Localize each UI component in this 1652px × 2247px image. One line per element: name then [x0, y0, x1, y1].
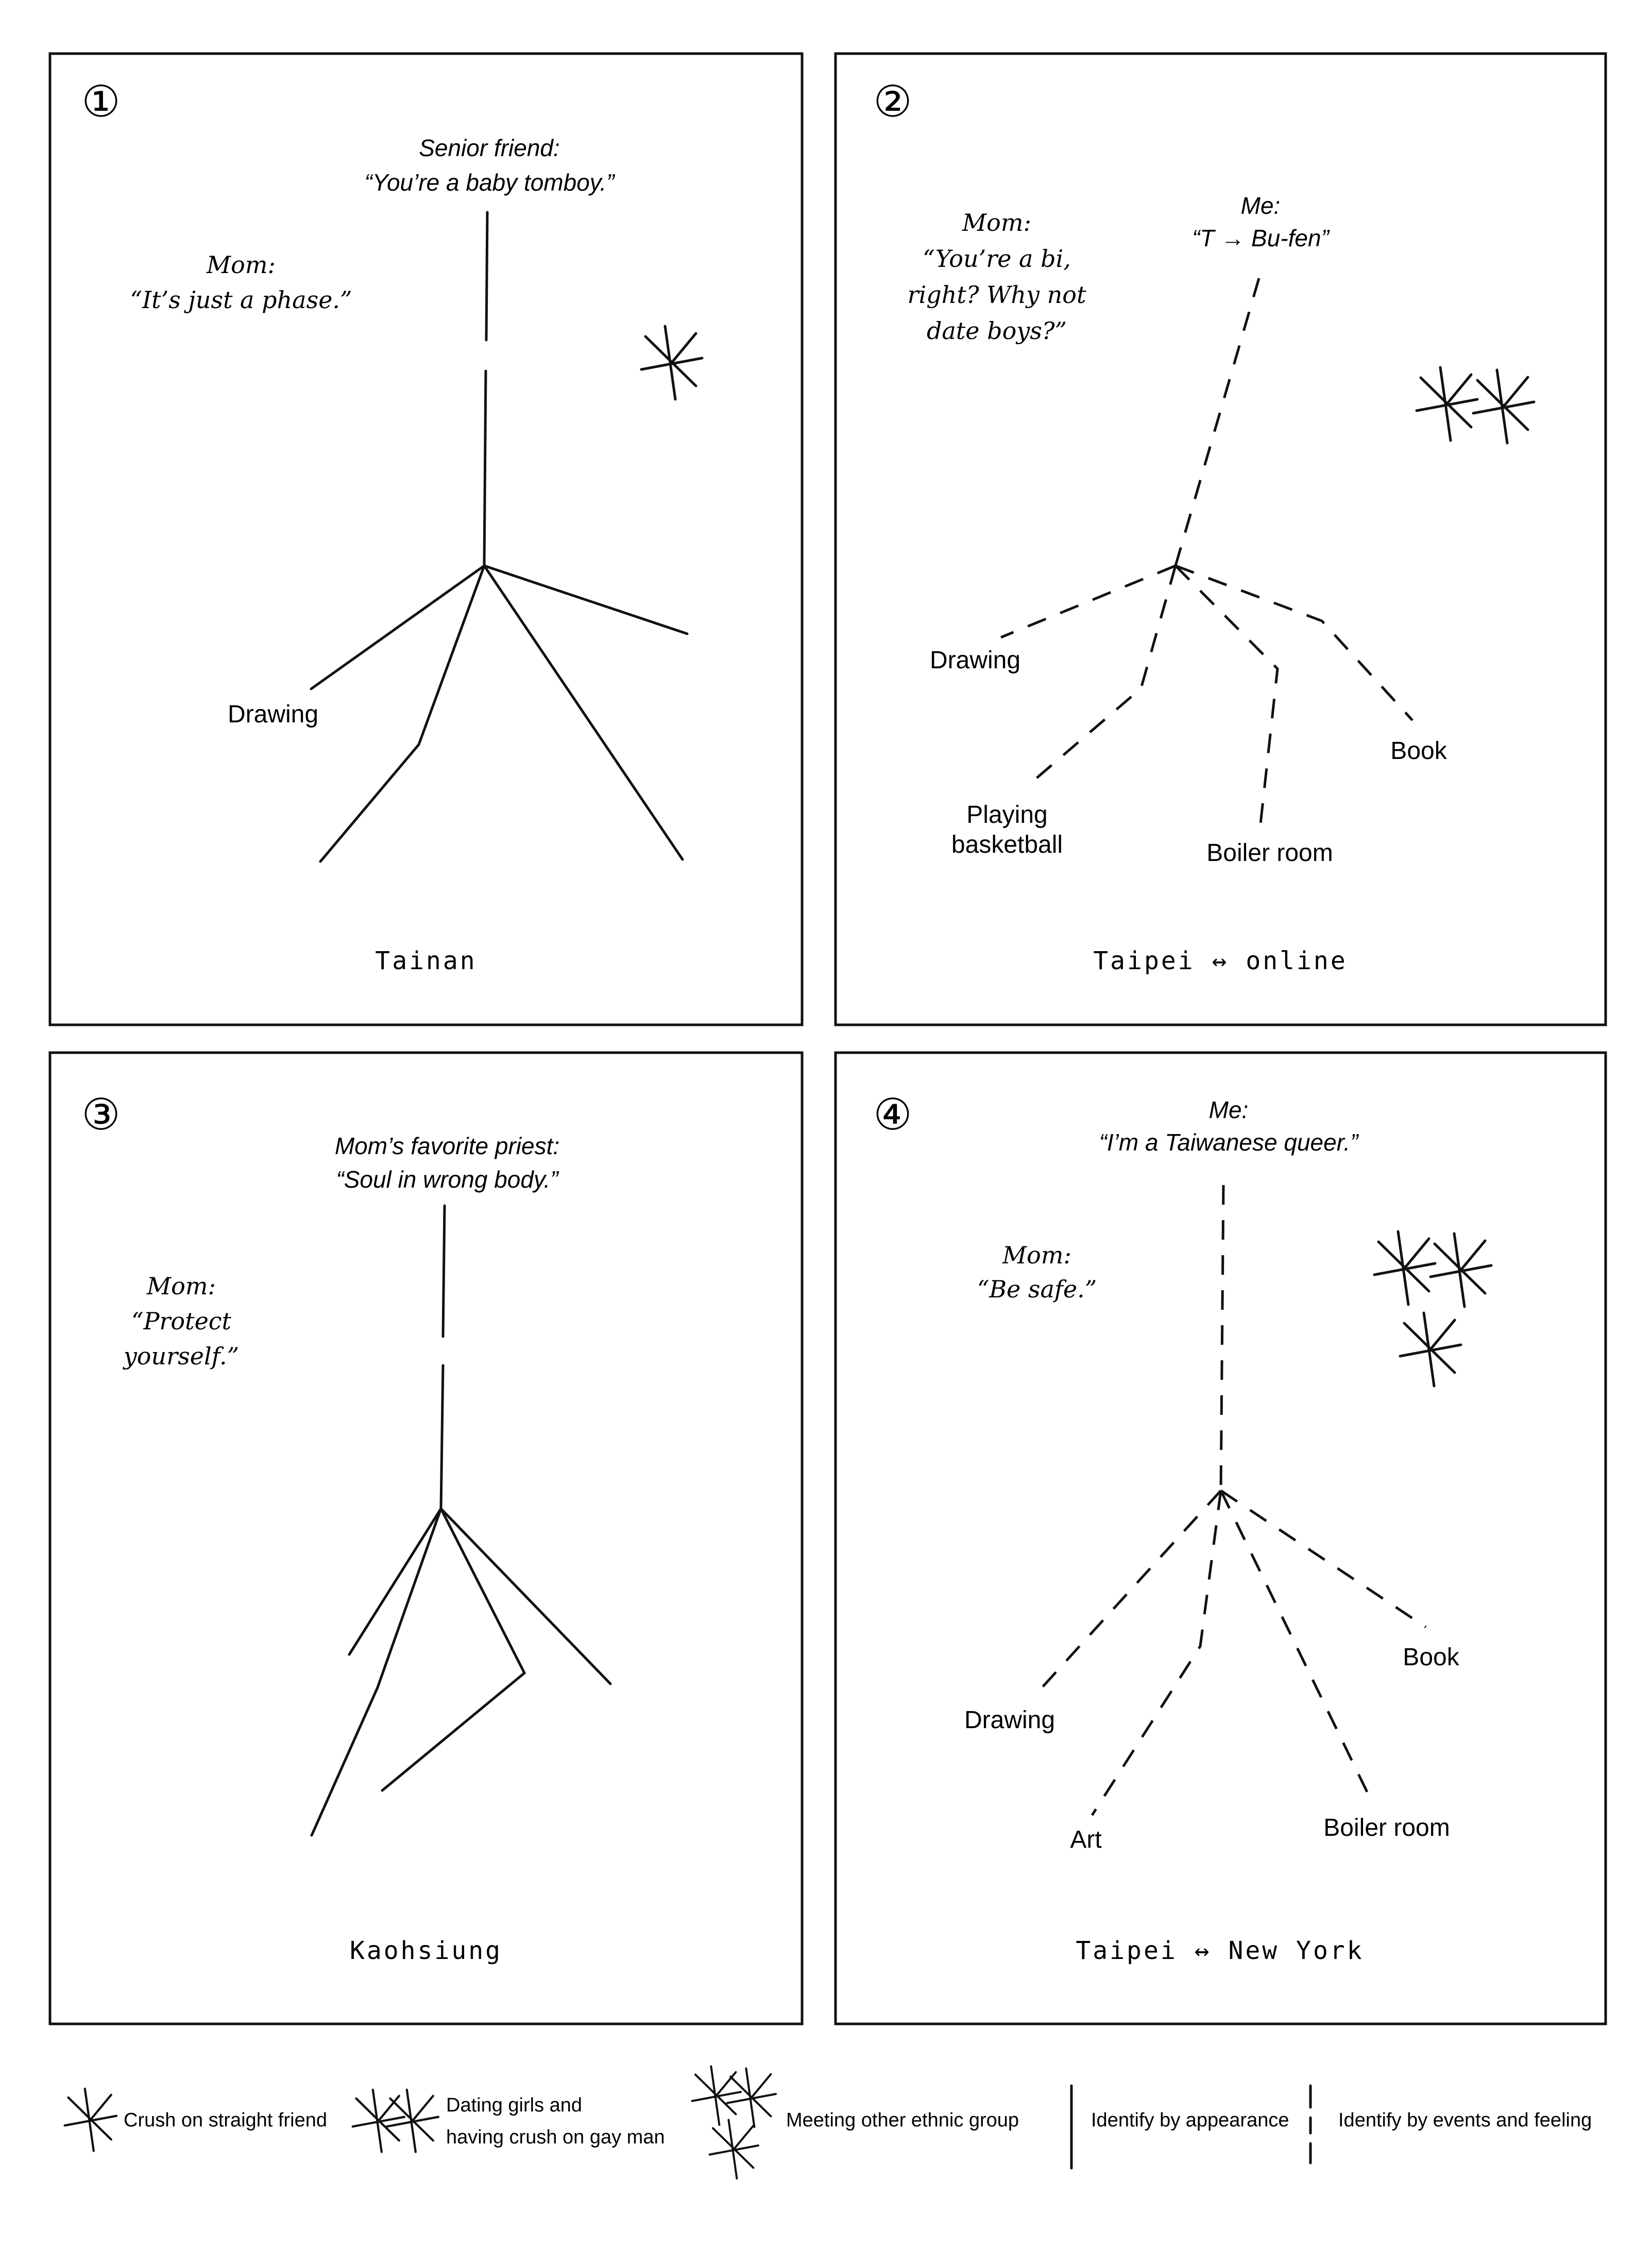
- panel-2-quote-text: “T → Bu-fen”: [1192, 225, 1331, 251]
- legend-appearance-label: Identify by appearance: [1091, 2109, 1289, 2131]
- panel-3-tree: [310, 1204, 612, 1837]
- panel-1-tree: [310, 211, 689, 863]
- panel-4-quote-speaker: Me:: [1209, 1096, 1249, 1123]
- panel-1-crush-straight-icon: [641, 326, 702, 399]
- panel-2-branch-book: Book: [1390, 737, 1447, 765]
- panel-3-frame: [48, 1051, 804, 2025]
- panel-4-ethnic-group-icon: [1374, 1231, 1491, 1386]
- panel-2-branch-playing: Playing: [966, 801, 1047, 829]
- panel-2-location: Taipei ↔ online: [1093, 947, 1347, 975]
- panel-2-mom-speaker: Mom:: [962, 209, 1031, 236]
- legend-ethnic-group-icon: [692, 2066, 776, 2178]
- panel-3-mom-speaker: Mom:: [146, 1272, 216, 1300]
- panel-2-tree: [1000, 278, 1413, 829]
- panel-4-number: ④: [873, 1089, 912, 1140]
- panel-4-branch-drawing: Drawing: [964, 1707, 1055, 1734]
- legend-dating-label-line-2: having crush on gay man: [446, 2126, 665, 2148]
- panel-1-quote-speaker: Senior friend:: [419, 134, 560, 161]
- panel-1-frame: [48, 52, 804, 1026]
- legend: Crush on straight friend Dating girls an…: [65, 2066, 1592, 2178]
- panel-4-frame: [834, 1051, 1607, 2025]
- panel-2-branch-drawing: Drawing: [930, 647, 1020, 674]
- legend-events-label: Identify by events and feeling: [1338, 2109, 1592, 2131]
- panel-2-branch-boiler-room: Boiler room: [1206, 839, 1333, 867]
- panel-2-branch-basketball: basketball: [951, 831, 1063, 858]
- legend-ethnic-group-label: Meeting other ethnic group: [786, 2109, 1019, 2131]
- panel-3-number: ③: [81, 1089, 120, 1140]
- panel-4: ④ Me: “I’m a Taiwanese queer.” Mom: “Be …: [834, 1051, 1607, 2025]
- panel-4-branch-book: Book: [1403, 1644, 1459, 1671]
- panel-4-quote-text: “I’m a Taiwanese queer.”: [1099, 1129, 1360, 1156]
- panel-2-number: ②: [873, 76, 912, 127]
- panel-1-mom-speaker: Mom:: [206, 251, 276, 279]
- panel-3-location: Kaohsiung: [350, 1936, 502, 1965]
- panel-2: ② Me: “T → Bu-fen” Mom: “You’re a bi, ri…: [834, 52, 1607, 1026]
- panel-1: ① Senior friend: “You’re a baby tomboy.”…: [48, 52, 804, 1026]
- panel-4-tree: [1036, 1185, 1427, 1816]
- panel-1-mom-text: “It’s just a phase.”: [130, 286, 352, 314]
- panel-3-mom-line-1: “Protect: [131, 1307, 232, 1335]
- panel-1-quote-text: “You’re a baby tomboy.”: [365, 169, 616, 196]
- panel-4-branch-boiler-room: Boiler room: [1323, 1814, 1450, 1841]
- panel-3: ③ Mom’s favorite priest: “Soul in wrong …: [48, 1051, 804, 2025]
- legend-dating-icon: [353, 2090, 438, 2152]
- panel-4-location: Taipei ↔ New York: [1076, 1936, 1364, 1965]
- panel-3-quote-speaker: Mom’s favorite priest:: [335, 1133, 559, 1159]
- panel-4-mom-text: “Be safe.”: [977, 1275, 1097, 1303]
- panel-4-mom-speaker: Mom:: [1002, 1241, 1071, 1269]
- legend-dating-label-line-1: Dating girls and: [446, 2094, 582, 2116]
- panel-3-quote-text: “Soul in wrong body.”: [336, 1166, 559, 1193]
- panel-2-quote-speaker: Me:: [1241, 192, 1281, 219]
- panel-1-location: Tainan: [375, 947, 476, 975]
- panel-2-frame: [834, 52, 1607, 1026]
- panel-2-mom-line-3: date boys?”: [927, 317, 1067, 345]
- panel-3-mom-line-2: yourself.”: [123, 1342, 239, 1370]
- panel-2-mom-line-1: “You’re a bi,: [923, 245, 1071, 273]
- legend-crush-straight-icon: [65, 2089, 116, 2151]
- panel-1-number: ①: [81, 76, 120, 127]
- panel-2-dating-icon: [1417, 367, 1534, 443]
- legend-crush-straight-label: Crush on straight friend: [124, 2109, 327, 2131]
- panel-4-branch-art: Art: [1070, 1826, 1101, 1853]
- panel-2-mom-line-2: right? Why not: [908, 281, 1086, 309]
- panel-1-branch-drawing: Drawing: [228, 701, 318, 728]
